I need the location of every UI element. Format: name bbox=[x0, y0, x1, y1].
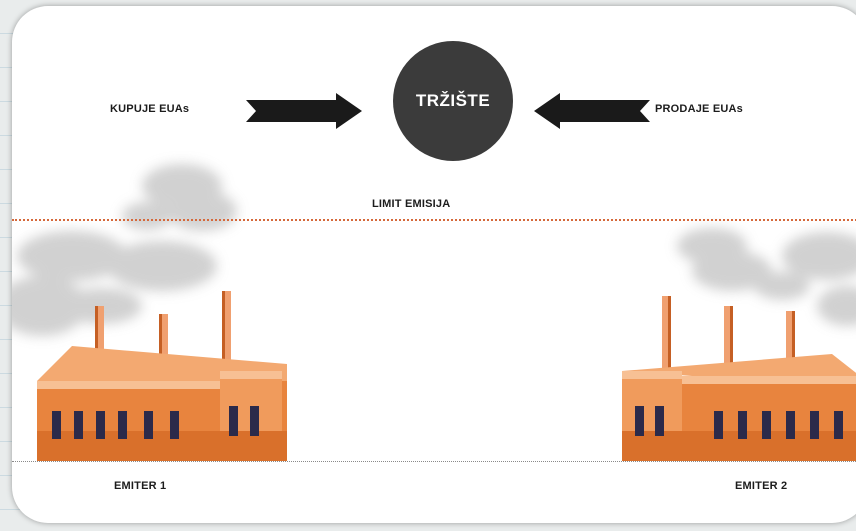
limit-label: LIMIT EMISIJA bbox=[372, 198, 451, 210]
market-label: TRŽIŠTE bbox=[415, 91, 491, 110]
emitter-2-label: EMITER 2 bbox=[735, 480, 788, 492]
left-arrow-icon bbox=[534, 93, 650, 129]
sell-label: PRODAJE EUAs bbox=[655, 103, 743, 115]
emission-limit-line bbox=[12, 219, 856, 221]
factory-1-icon bbox=[37, 291, 287, 461]
market-circle: TRŽIŠTE bbox=[393, 41, 513, 161]
smoke-clouds bbox=[12, 164, 856, 336]
factory-2-icon bbox=[622, 296, 856, 461]
right-arrow-icon bbox=[246, 93, 362, 129]
emitter-1-label: EMITER 1 bbox=[114, 480, 167, 492]
diagram-card: KUPUJE EUAs TRŽIŠTE PRODAJE EUAs LIMIT E… bbox=[12, 6, 856, 523]
ground-line bbox=[12, 461, 856, 462]
buy-label: KUPUJE EUAs bbox=[110, 103, 190, 115]
